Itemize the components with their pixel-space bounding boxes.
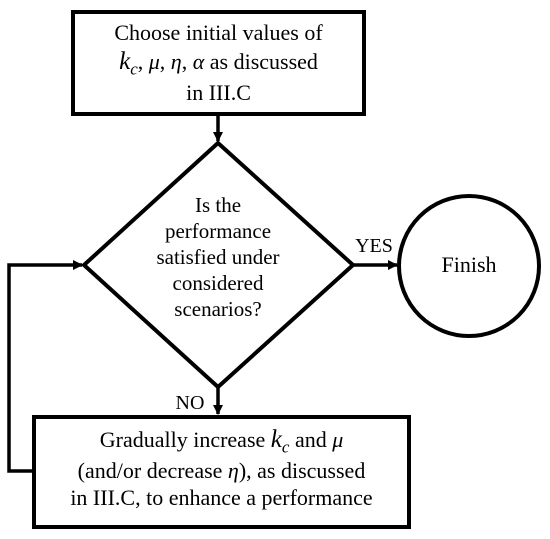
start-box — [71, 10, 366, 116]
finish-circle — [397, 194, 541, 338]
start-box-text: Choose initial values of kc, μ, η, α as … — [73, 20, 364, 107]
decision-text: Is the performance satisfied under consi… — [118, 192, 318, 322]
update-var-k: k — [270, 426, 282, 453]
update-box-line3: in III.C, to enhance a performance — [70, 484, 373, 510]
update-line2-prefix: (and/or decrease — [77, 458, 223, 484]
update-box — [32, 415, 411, 529]
update-box-line2: (and/or decrease η), as discussed — [34, 458, 409, 485]
var-eta: η — [170, 48, 182, 74]
update-line2-suffix: ), as discussed — [238, 458, 366, 484]
decision-line4: considered — [172, 271, 264, 296]
start-box-line2: kc, μ, η, α as discussed — [119, 47, 318, 79]
start-box-line1: Choose initial values of — [114, 20, 323, 45]
decision-line2: performance — [164, 219, 272, 244]
decision-line3: satisfied under — [156, 245, 280, 270]
start-box-line3: in III.C — [186, 79, 251, 105]
update-box-text: Gradually increase kc and μ (and/or decr… — [34, 425, 409, 512]
var-mu: μ — [148, 48, 160, 74]
decision-line1: Is the — [194, 193, 242, 217]
update-line1-prefix: Gradually increase — [99, 427, 266, 452]
var-k: k — [119, 47, 131, 75]
update-var-eta: η — [227, 458, 239, 484]
var-k-sub: c — [130, 59, 138, 79]
update-line1-mid: and — [294, 427, 327, 452]
update-box-line1: Gradually increase kc and μ — [34, 425, 409, 458]
update-var-mu: μ — [332, 427, 344, 452]
no-label: NO — [175, 392, 205, 414]
yes-label: YES — [355, 235, 393, 257]
finish-text: Finish — [441, 252, 497, 277]
var-alpha: α — [192, 48, 205, 74]
update-var-k-sub: c — [281, 437, 290, 457]
feedback-loop-arrow — [7, 260, 83, 473]
start-box-line2-suffix: as discussed — [209, 48, 318, 74]
decision-line5: scenarios? — [174, 297, 262, 322]
